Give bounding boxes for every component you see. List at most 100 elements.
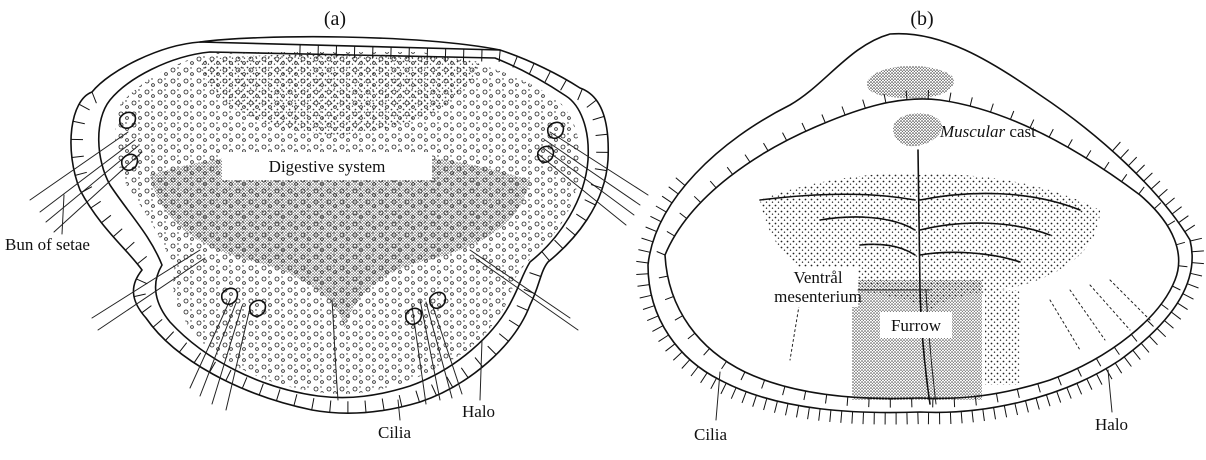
cilium	[137, 256, 146, 264]
cilium	[1157, 329, 1166, 337]
label-ventral-line1: Ventrål	[793, 268, 842, 287]
cilium	[994, 408, 996, 420]
cilium	[711, 378, 717, 389]
halo-cell-divider	[1086, 150, 1091, 158]
cilium	[1144, 173, 1153, 181]
halo-cell-divider	[764, 143, 769, 151]
halo-cell-divider	[783, 386, 785, 395]
muscular-cast-lower	[893, 113, 942, 146]
label-ventral-line2: mesenterium	[774, 287, 862, 306]
cilium	[863, 412, 864, 424]
halo-cell-divider	[783, 133, 787, 141]
halo-cell-divider	[1104, 162, 1109, 170]
cilium	[972, 410, 973, 422]
cilium	[1057, 391, 1061, 402]
cilium	[682, 360, 690, 369]
cilium	[153, 319, 162, 327]
panel-b-label: (b)	[910, 8, 933, 30]
cilium	[102, 215, 111, 222]
cilium	[1112, 142, 1120, 151]
halo-cell-divider	[1176, 242, 1185, 245]
leader-setae	[62, 195, 64, 234]
cilium	[499, 334, 508, 342]
cilium	[294, 394, 297, 406]
halo-cell-divider	[704, 349, 710, 356]
cilium	[365, 401, 366, 413]
halo-cell-divider	[1114, 347, 1119, 355]
cilium	[1120, 150, 1128, 159]
cilium	[1158, 189, 1167, 197]
cilium	[92, 92, 96, 103]
cilium	[399, 395, 402, 407]
halo-cell-divider	[842, 107, 845, 116]
halo-cell-divider	[1010, 111, 1013, 119]
cilium	[1128, 157, 1136, 166]
halo-cell-divider	[970, 97, 972, 106]
halo-cell-divider	[822, 115, 825, 123]
halo-cell-divider	[1179, 266, 1188, 267]
cilium	[1165, 198, 1174, 206]
cilium	[819, 409, 820, 421]
halo-cell-divider	[1049, 129, 1053, 137]
cilium	[1187, 284, 1198, 288]
cilium	[841, 411, 842, 423]
cilium	[1004, 406, 1006, 418]
halo-cell-divider	[1058, 377, 1061, 385]
cilium	[509, 320, 519, 326]
cilium	[1036, 398, 1039, 410]
cilium	[461, 368, 468, 378]
cilium	[73, 121, 85, 123]
cilium	[142, 306, 152, 313]
cilium	[1178, 303, 1188, 310]
cilium	[1026, 401, 1029, 413]
cilium	[1183, 294, 1194, 300]
cilium	[640, 295, 652, 298]
cilium	[488, 346, 497, 355]
halo-cell-divider	[1068, 139, 1073, 147]
cilium	[1185, 225, 1195, 232]
halo-cell-divider	[1017, 389, 1019, 398]
cilium	[79, 104, 90, 110]
halo-cell-divider	[1096, 358, 1101, 366]
cilium	[650, 216, 661, 221]
cilium	[312, 398, 314, 410]
cilium	[676, 178, 685, 186]
cilium	[545, 71, 550, 82]
halo-cell-divider	[762, 380, 765, 388]
cilium	[576, 214, 586, 221]
cilium	[1124, 357, 1131, 367]
cilium	[561, 80, 567, 90]
halo-cell-divider	[802, 123, 806, 131]
cilium	[764, 398, 767, 410]
cilium	[134, 294, 146, 297]
halo-cell-divider	[741, 372, 745, 380]
cilium	[578, 89, 583, 100]
halo-cell-divider	[863, 100, 866, 109]
muscular-cast-upper	[867, 66, 954, 98]
cilium	[226, 370, 231, 381]
cilium	[276, 389, 280, 401]
cilium	[1179, 216, 1189, 223]
cilium	[566, 228, 575, 236]
halo-cell-divider	[1038, 384, 1041, 393]
halo-cell-divider	[667, 231, 675, 236]
cilium	[113, 229, 122, 237]
cilium	[1015, 403, 1018, 415]
cilium	[1141, 343, 1149, 352]
cilium	[753, 395, 757, 406]
cilium	[775, 401, 778, 413]
halo-cell-divider	[710, 181, 716, 188]
halo-cell-divider	[680, 213, 687, 219]
cilium	[595, 169, 607, 171]
cilium	[636, 261, 648, 263]
cilium	[666, 344, 676, 351]
cilium	[808, 407, 810, 419]
halo-cell-divider	[1078, 368, 1082, 376]
halo-cell-divider	[659, 276, 668, 278]
cilium	[242, 377, 247, 388]
panel-a-label: (a)	[324, 8, 346, 30]
label-muscular-italic: Muscular	[939, 122, 1006, 141]
cilium	[1136, 165, 1145, 174]
larva-b-furrow-shading	[852, 280, 982, 400]
